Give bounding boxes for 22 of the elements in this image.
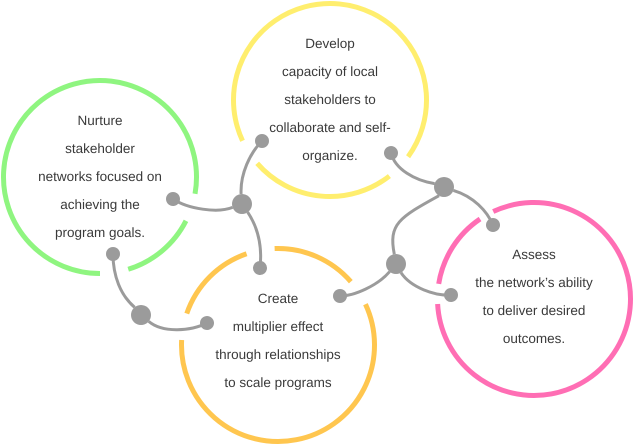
hub-dot — [434, 177, 454, 197]
node-text: Develop capacity of local stakeholders to collaborate and self-organize. — [269, 35, 391, 165]
hub-dot — [386, 254, 406, 274]
connector-line — [452, 188, 500, 232]
connector-line — [384, 146, 435, 186]
connector-line — [333, 270, 391, 303]
circle-ring — [231, 1, 429, 199]
connector-line — [240, 134, 269, 194]
node-text: Assess the network’s ability to deliver desired outcomes. — [475, 246, 593, 348]
node-text: Nurture stakeholder networks focused on achieving the program goals. — [38, 112, 162, 242]
node-text: Create multiplier effect through relationships to scale programs — [215, 290, 341, 392]
connector-line — [246, 211, 267, 275]
connector-line — [400, 272, 458, 302]
connector-line — [106, 247, 136, 308]
circle-ring — [435, 200, 633, 398]
connector-line — [391, 194, 440, 254]
circle-ring — [1, 78, 199, 276]
connector-line — [148, 316, 214, 332]
hub-dot — [232, 194, 252, 214]
circle-ring — [179, 246, 377, 444]
connector-line — [166, 192, 234, 212]
hub-dot — [131, 305, 151, 325]
